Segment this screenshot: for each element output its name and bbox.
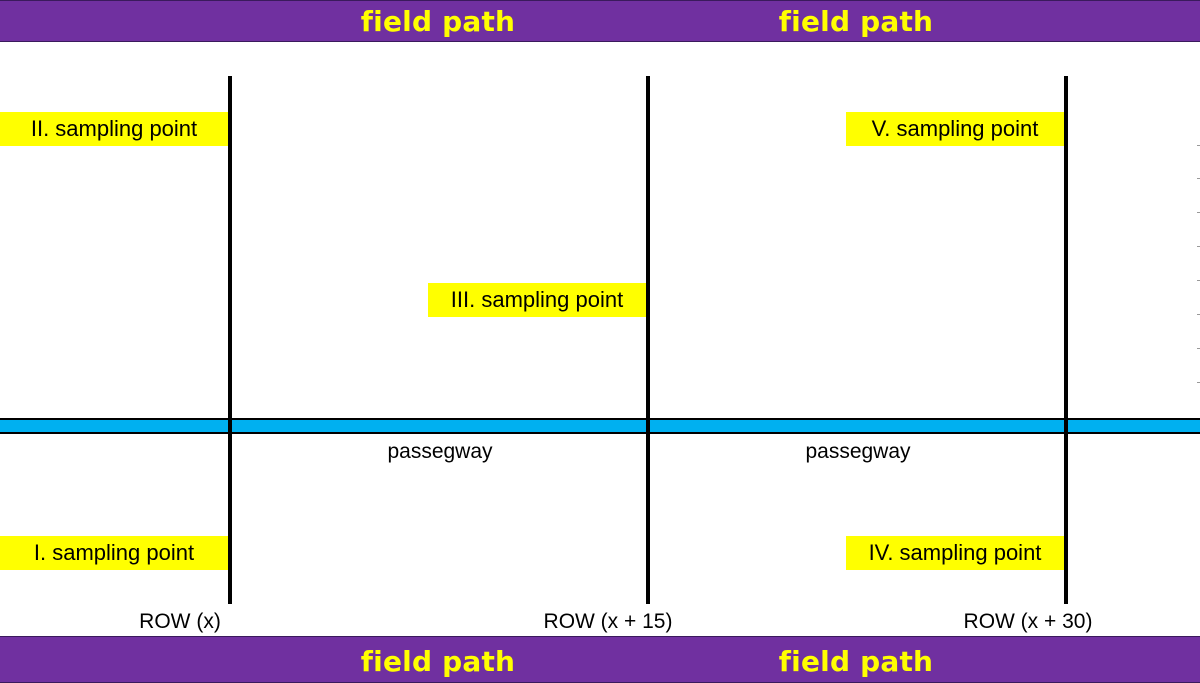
row-line-x-15: [646, 76, 650, 604]
top-field-path-band: field path field path: [0, 0, 1200, 42]
passageway-label-right: passegway: [805, 440, 911, 463]
edge-tick: [1197, 280, 1200, 281]
sampling-point-2: II. sampling point: [0, 112, 228, 146]
edge-tick: [1197, 314, 1200, 315]
edge-tick: [1197, 145, 1200, 146]
row-line-x: [228, 76, 232, 604]
row-line-x-30: [1064, 76, 1068, 604]
edge-tick: [1197, 348, 1200, 349]
passageway-strip: [0, 418, 1200, 434]
top-field-path-label-left: field path: [360, 5, 516, 38]
bottom-field-path-label-right: field path: [778, 645, 934, 678]
bottom-field-path-band: field path field path: [0, 636, 1200, 683]
bottom-field-path-label-left: field path: [360, 645, 516, 678]
row-label-x-30: ROW (x + 30): [963, 610, 1093, 633]
edge-tick: [1197, 246, 1200, 247]
row-label-x-15: ROW (x + 15): [543, 610, 673, 633]
passageway-label-left: passegway: [387, 440, 493, 463]
top-field-path-label-right: field path: [778, 5, 934, 38]
edge-tick: [1197, 212, 1200, 213]
sampling-point-1: I. sampling point: [0, 536, 228, 570]
row-label-x: ROW (x): [139, 610, 221, 633]
edge-tick: [1197, 382, 1200, 383]
edge-tick: [1197, 178, 1200, 179]
sampling-point-5: V. sampling point: [846, 112, 1064, 146]
sampling-point-3: III. sampling point: [428, 283, 646, 317]
sampling-point-4: IV. sampling point: [846, 536, 1064, 570]
